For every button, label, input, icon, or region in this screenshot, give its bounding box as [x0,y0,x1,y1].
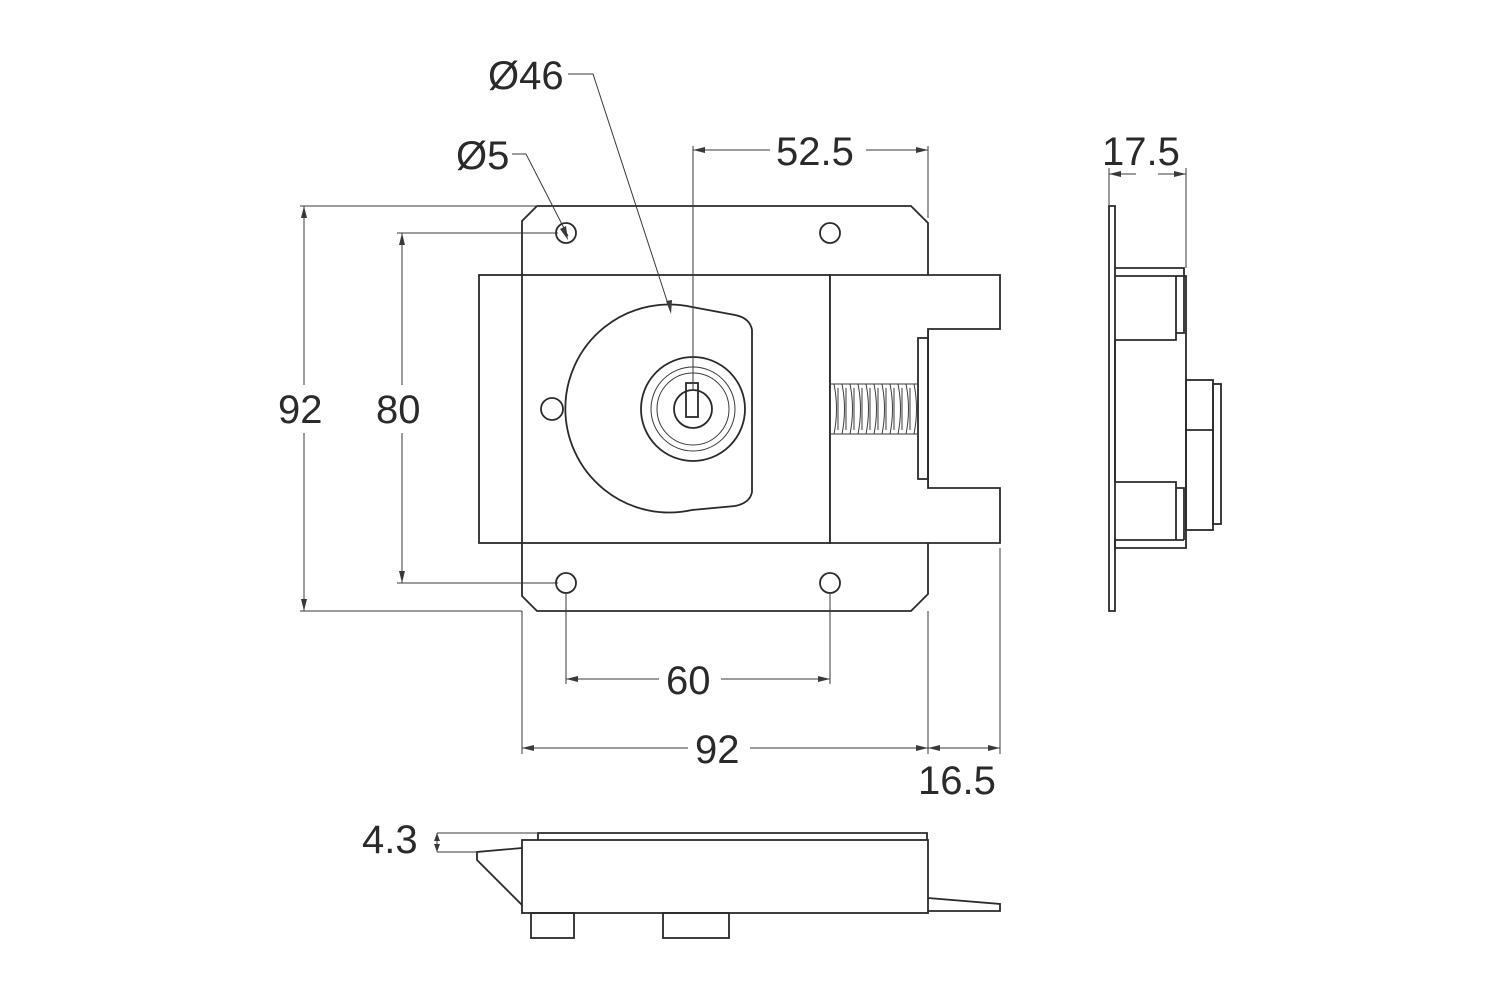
side-case [1114,267,1187,549]
case-screw-hole [540,397,564,421]
bottom-case [521,839,929,914]
bolt-body [829,274,1001,544]
spring [830,383,918,435]
dim-label-4-3: 4.3 [362,818,418,862]
side-plate [1108,205,1116,612]
side-view [1108,205,1222,612]
dimension-lines [300,73,1187,853]
dim-label-dia5: Ø5 [456,134,509,178]
bottom-view [476,832,1001,939]
dimension-labels: Ø46 Ø5 52.5 17.5 92 80 60 92 16.5 4.3 [278,54,1180,862]
front-view [478,205,1001,612]
keyway-slot [685,382,699,418]
bottom-bolt [927,897,1001,912]
bolt-plate [917,337,929,480]
bottom-foot-left [530,912,575,939]
dim-label-17-5: 17.5 [1102,130,1180,174]
side-bolt-head [1185,379,1214,531]
mounting-hole-top-right [819,222,841,244]
cylinder-housing [564,303,753,514]
bottom-latch-wedge [476,847,523,906]
dim-label-52-5: 52.5 [776,130,854,174]
dim-label-92-height: 92 [278,388,323,432]
dim-label-80: 80 [376,388,421,432]
mounting-hole-bottom-left [555,572,577,594]
dim-label-dia46: Ø46 [488,54,564,98]
dim-label-16-5: 16.5 [918,759,996,803]
bottom-foot-right [662,912,730,939]
dim-label-60: 60 [666,659,711,703]
dim-label-92-width: 92 [695,728,740,772]
lock-case [478,274,831,544]
mounting-hole-bottom-right [819,572,841,594]
